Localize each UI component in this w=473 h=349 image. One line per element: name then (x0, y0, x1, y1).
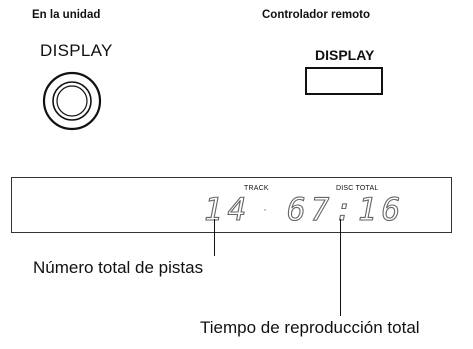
unit-display-label: DISPLAY (40, 41, 113, 60)
unit-display-button[interactable] (41, 70, 103, 132)
display-panel (11, 177, 452, 233)
time-leader-line (340, 219, 341, 316)
remote-display-label: DISPLAY (315, 47, 375, 63)
track-indicator: TRACK (244, 185, 269, 192)
remote-heading: Controlador remoto (262, 9, 370, 21)
unit-heading: En la unidad (32, 9, 101, 21)
separator-dot: · (263, 202, 267, 216)
track-count-callout: Número total de pistas (33, 258, 204, 277)
disc-total-indicator: DISC TOTAL (336, 185, 379, 192)
remote-display-button[interactable] (305, 67, 383, 95)
track-leader-line (214, 219, 215, 256)
track-count-readout: 14 (203, 191, 252, 228)
total-time-callout: Tiempo de reproducción total (200, 318, 420, 337)
total-time-readout: 67:16 (286, 191, 406, 228)
